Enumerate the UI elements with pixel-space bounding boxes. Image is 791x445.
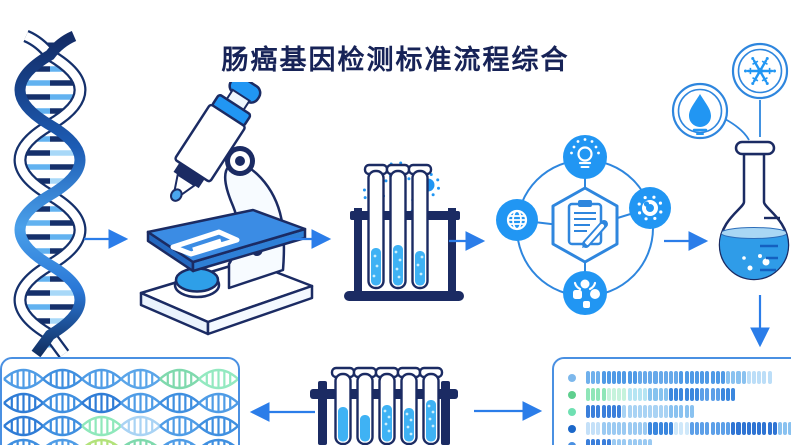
dna-helix-icon	[13, 30, 87, 358]
cell-icon	[629, 187, 671, 229]
molecule-cluster-icon	[563, 271, 607, 315]
idea-lightbulb-icon	[563, 135, 607, 179]
globe-icon	[496, 199, 538, 241]
results-bars-panel	[552, 357, 791, 445]
row-bullet	[568, 373, 576, 382]
sample-badges	[671, 42, 789, 141]
bottom-tube-rack	[310, 366, 458, 445]
dna-sequence-panel	[0, 357, 240, 445]
flask-icon	[718, 140, 790, 281]
water-drop-icon	[671, 82, 729, 140]
row-bullet	[568, 407, 576, 416]
microscope-icon	[139, 82, 314, 336]
page-title: 肠癌基因检测标准流程综合	[221, 45, 570, 75]
results-row	[568, 369, 791, 386]
results-row	[568, 437, 791, 445]
row-bullet	[568, 390, 576, 399]
row-bullet	[568, 424, 576, 433]
results-row	[568, 420, 791, 437]
results-row	[568, 403, 791, 420]
row-bullet	[568, 441, 576, 445]
test-tubes-icon	[344, 161, 464, 301]
analysis-network-diagram	[496, 135, 671, 315]
results-row	[568, 386, 791, 403]
virus-snowflake-icon	[731, 42, 789, 100]
